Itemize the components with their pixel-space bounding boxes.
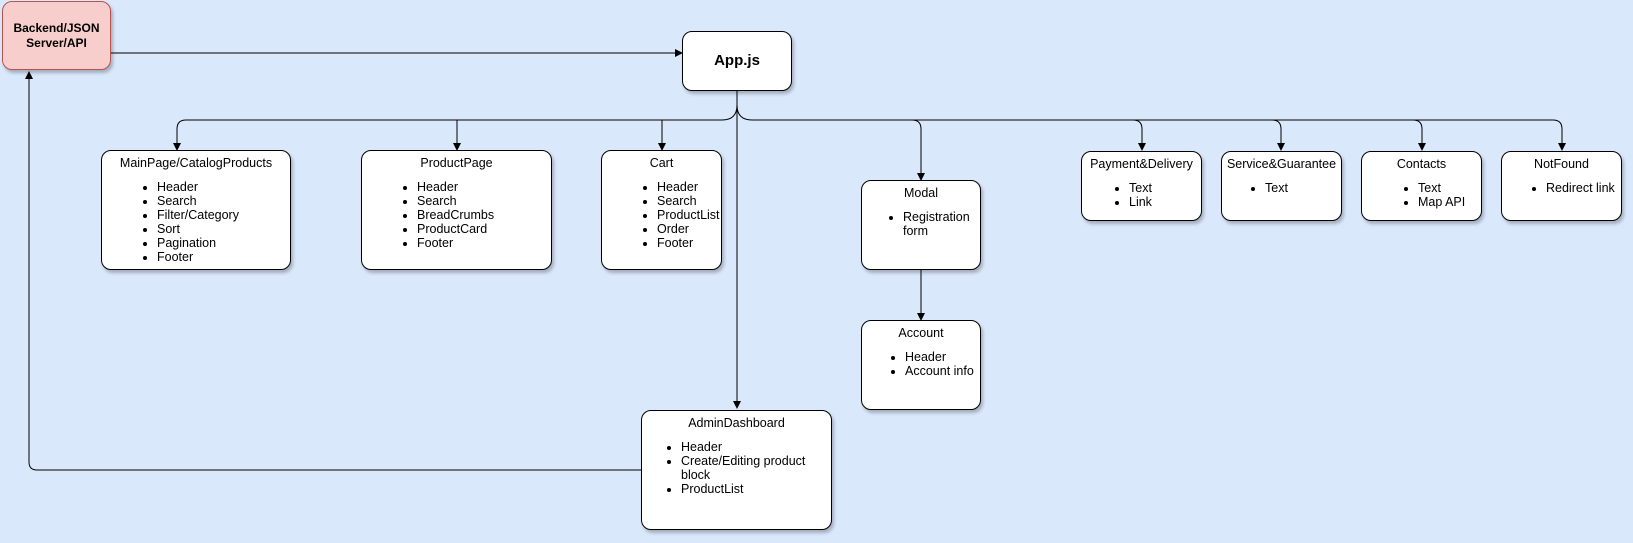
list-item: Text xyxy=(1129,181,1201,195)
notfound-item-list: Redirect link xyxy=(1502,181,1621,195)
notfound-node: NotFound Redirect link xyxy=(1501,151,1622,221)
list-item: Header xyxy=(417,180,551,194)
cart-title: Cart xyxy=(649,156,674,170)
edge-app-to-modal xyxy=(911,119,925,181)
admin-dashboard-node: AdminDashboard Header Create/Editing pro… xyxy=(641,410,832,530)
cart-node: Cart Header Search ProductList Order Foo… xyxy=(601,150,722,270)
list-item: Pagination xyxy=(157,236,290,250)
list-item: Search xyxy=(417,194,551,208)
edge-app-to-service xyxy=(1271,119,1285,151)
payment-delivery-item-list: Text Link xyxy=(1082,181,1201,209)
modal-node: Modal Registration form xyxy=(861,180,981,270)
list-item: ProductList xyxy=(681,482,821,496)
list-item: Link xyxy=(1129,195,1201,209)
admin-dashboard-item-list: Header Create/Editing product block Prod… xyxy=(642,440,831,496)
main-page-node: MainPage/CatalogProducts Header Search F… xyxy=(101,150,291,270)
list-item: Account info xyxy=(905,364,980,378)
list-item: Header xyxy=(657,180,721,194)
list-item: Search xyxy=(657,194,721,208)
payment-delivery-title: Payment&Delivery xyxy=(1090,157,1193,171)
edge-app-to-payment xyxy=(1132,119,1146,151)
cart-item-list: Header Search ProductList Order Footer xyxy=(602,180,721,250)
list-item: BreadCrumbs xyxy=(417,208,551,222)
product-page-item-list: Header Search BreadCrumbs ProductCard Fo… xyxy=(362,180,551,250)
edge-app-to-contacts xyxy=(1412,119,1426,151)
list-item: Registration form xyxy=(903,210,976,238)
notfound-title: NotFound xyxy=(1534,157,1589,171)
list-item: Text xyxy=(1418,181,1481,195)
backend-api-node: Backend/JSON Server/API xyxy=(2,1,111,70)
list-item: Sort xyxy=(157,222,290,236)
list-item: Footer xyxy=(657,236,721,250)
contacts-title: Contacts xyxy=(1396,157,1447,171)
main-page-title: MainPage/CatalogProducts xyxy=(119,156,273,170)
edge-app-to-notfound xyxy=(736,104,1566,151)
product-page-title: ProductPage xyxy=(420,156,493,170)
app-js-node: App.js xyxy=(682,31,792,91)
list-item: Create/Editing product block xyxy=(681,454,821,482)
list-item: Header xyxy=(681,440,821,454)
service-guarantee-title: Service&Guarantee xyxy=(1226,157,1337,171)
product-page-node: ProductPage Header Search BreadCrumbs Pr… xyxy=(361,150,552,270)
list-item: Redirect link xyxy=(1546,181,1621,195)
service-guarantee-item-list: Text xyxy=(1222,181,1341,195)
list-item: Map API xyxy=(1418,195,1481,209)
list-item: Filter/Category xyxy=(157,208,290,222)
main-page-item-list: Header Search Filter/Category Sort Pagin… xyxy=(102,180,290,264)
modal-item-list: Registration form xyxy=(862,210,980,238)
list-item: Order xyxy=(657,222,721,236)
modal-title: Modal xyxy=(903,186,939,200)
list-item: Footer xyxy=(417,236,551,250)
account-item-list: Header Account info xyxy=(862,350,980,378)
list-item: Search xyxy=(157,194,290,208)
contacts-item-list: Text Map API xyxy=(1362,181,1481,209)
backend-api-label: Backend/JSON Server/API xyxy=(13,20,100,50)
edge-app-to-main-page xyxy=(173,104,738,151)
account-node: Account Header Account info xyxy=(861,320,981,410)
list-item: Footer xyxy=(157,250,290,264)
app-js-label: App.js xyxy=(714,52,760,69)
contacts-node: Contacts Text Map API xyxy=(1361,151,1482,221)
account-title: Account xyxy=(898,326,944,340)
service-guarantee-node: Service&Guarantee Text xyxy=(1221,151,1342,221)
edge-admin-to-backend xyxy=(25,71,641,471)
list-item: Header xyxy=(157,180,290,194)
list-item: Header xyxy=(905,350,980,364)
list-item: ProductCard xyxy=(417,222,551,236)
list-item: Text xyxy=(1265,181,1341,195)
list-item: ProductList xyxy=(657,208,721,222)
payment-delivery-node: Payment&Delivery Text Link xyxy=(1081,151,1202,221)
admin-dashboard-title: AdminDashboard xyxy=(688,416,785,430)
